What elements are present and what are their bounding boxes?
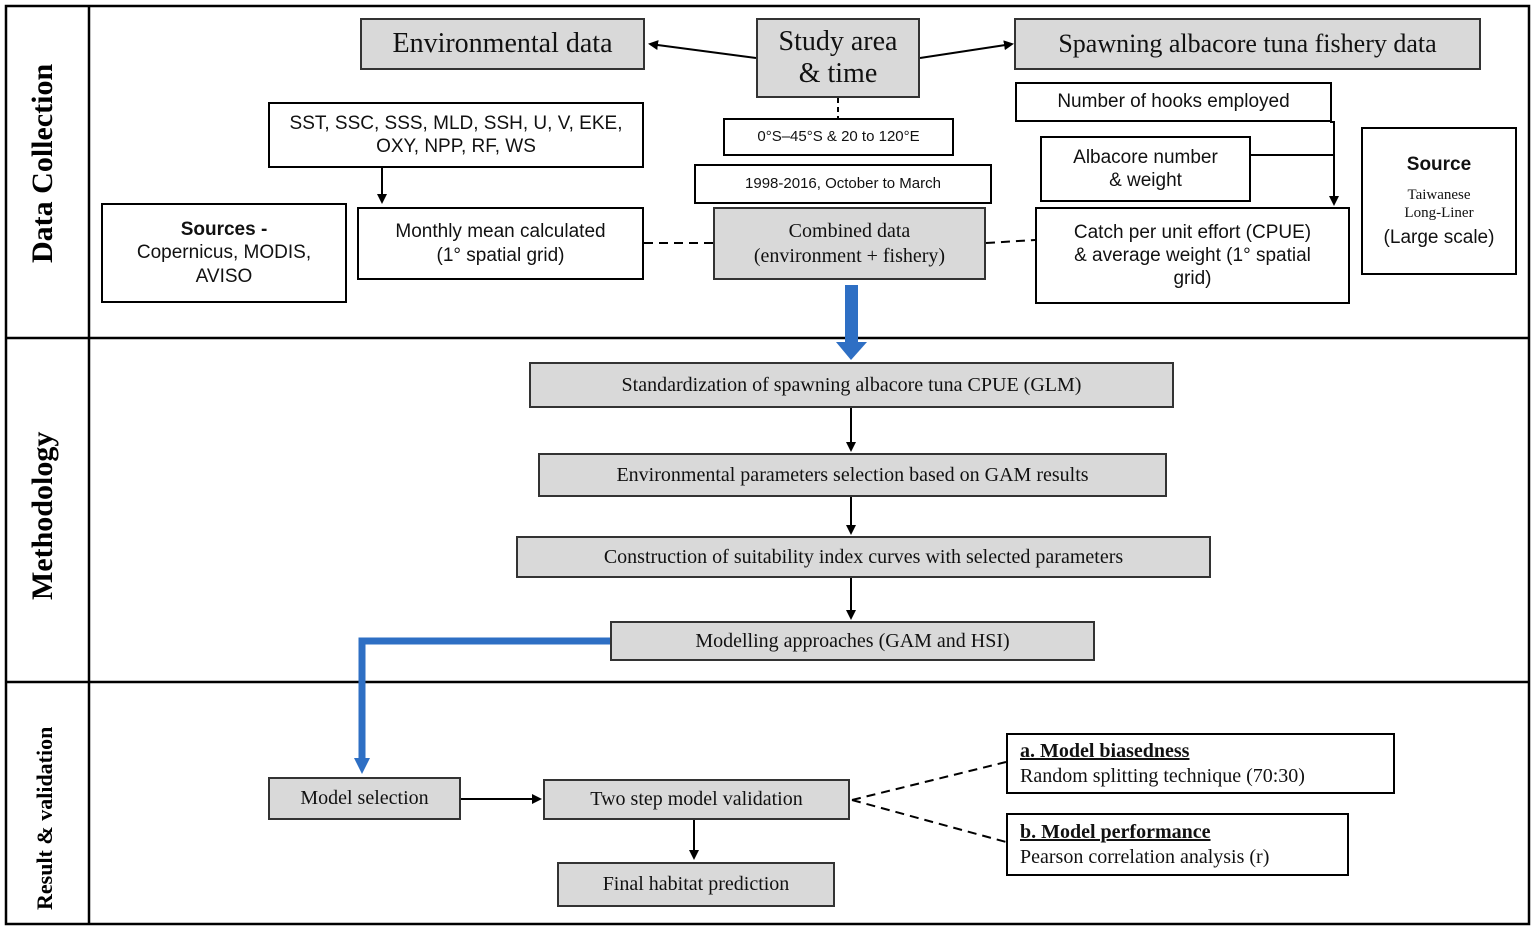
time-range-label: 1998-2016, October to March (745, 174, 941, 192)
sources-line2: AVISO (195, 265, 253, 287)
hooks-box: Number of hooks employed (1015, 82, 1332, 122)
modelling-box: Modelling approaches (GAM and HSI) (610, 621, 1095, 661)
section-label-data-collection: Data Collection (26, 63, 59, 263)
blue-arrow-head (836, 342, 867, 360)
final-prediction-label: Final habitat prediction (602, 873, 790, 896)
albacore-box: Albacore number & weight (1040, 136, 1251, 202)
hooks-label: Number of hooks employed (1057, 91, 1290, 113)
albacore-line1: Albacore number (1073, 146, 1218, 168)
performance-text: Pearson correlation analysis (r) (1020, 845, 1270, 868)
lat-lon-box: 0°S–45°S & 20 to 120°E (723, 118, 954, 156)
cpue-line3: grid) (1173, 268, 1212, 290)
blue-l-arrow-head (354, 758, 370, 774)
arrow-to-environmental (648, 40, 757, 59)
arrow-hooks-to-cpue (1329, 121, 1339, 206)
section-label-result-validation: Result & validation (32, 726, 57, 910)
env-selection-box: Environmental parameters selection based… (538, 453, 1167, 497)
sources-box: Sources - Copernicus, MODIS, AVISO (101, 203, 347, 303)
monthly-line2: (1° spatial grid) (436, 244, 565, 266)
dash-combined-cpue (985, 239, 1036, 244)
model-selection-box: Model selection (268, 777, 461, 820)
outer-frame (4, 4, 1531, 926)
blue-arrow-shaft (845, 285, 858, 343)
modelling-label: Modelling approaches (GAM and HSI) (695, 629, 1010, 652)
source-line3: (Large scale) (1383, 227, 1495, 249)
sources-line1: Copernicus, MODIS, (136, 242, 312, 264)
source-line1: Taiwanese (1407, 186, 1471, 203)
study-area-line1: Study area (778, 25, 898, 57)
combined-line1: Combined data (788, 220, 911, 243)
fishery-data-box: Spawning albacore tuna fishery data (1014, 18, 1481, 70)
two-step-validation-box: Two step model validation (543, 779, 850, 820)
albacore-line2: & weight (1109, 170, 1182, 191)
performance-title: b. Model performance (1020, 821, 1211, 844)
suitability-box: Construction of suitability index curves… (516, 536, 1211, 578)
two-step-label: Two step model validation (590, 788, 803, 811)
combined-line2: (environment + fishery) (753, 244, 946, 267)
section-label-methodology: Methodology (26, 431, 59, 600)
variables-box: SST, SSC, SSS, MLD, SSH, U, V, EKE, OXY,… (268, 102, 644, 168)
suitability-label: Construction of suitability index curves… (603, 545, 1124, 568)
cpue-line2: & average weight (1° spatial (1074, 244, 1311, 266)
biasedness-title: a. Model biasedness (1020, 740, 1190, 763)
variables-line1: SST, SSC, SSS, MLD, SSH, U, V, EKE, (289, 112, 623, 134)
source-line2: Long-Liner (1404, 205, 1474, 221)
final-prediction-box: Final habitat prediction (557, 862, 835, 907)
monthly-mean-box: Monthly mean calculated (1° spatial grid… (357, 207, 644, 280)
standardization-label: Standardization of spawning albacore tun… (621, 373, 1082, 396)
arrow-to-fishery (919, 40, 1014, 59)
lat-lon-label: 0°S–45°S & 20 to 120°E (757, 127, 920, 145)
monthly-line1: Monthly mean calculated (395, 221, 606, 243)
environmental-data-label: Environmental data (392, 27, 613, 59)
blue-l-arrow (358, 637, 610, 760)
sources-title: Sources - (180, 219, 268, 241)
model-selection-label: Model selection (300, 787, 429, 810)
environmental-data-box: Environmental data (360, 18, 645, 70)
biasedness-box: a. Model biasedness Random splitting tec… (1006, 733, 1395, 794)
dash-to-biasedness (851, 761, 1007, 801)
biasedness-text: Random splitting technique (70:30) (1020, 764, 1305, 787)
cpue-box: Catch per unit effort (CPUE) & average w… (1035, 207, 1350, 304)
env-selection-label: Environmental parameters selection based… (616, 463, 1089, 486)
fishery-data-label: Spawning albacore tuna fishery data (1058, 29, 1437, 59)
cpue-line1: Catch per unit effort (CPUE) (1073, 221, 1312, 243)
performance-box: b. Model performance Pearson correlation… (1006, 813, 1349, 876)
source-box: Source Taiwanese Long-Liner (Large scale… (1361, 127, 1517, 275)
dash-to-performance (851, 799, 1007, 843)
variables-line2: OXY, NPP, RF, WS (376, 136, 536, 157)
study-area-box: Study area & time (756, 18, 920, 98)
source-title: Source (1406, 153, 1472, 175)
combined-data-box: Combined data (environment + fishery) (713, 207, 986, 280)
study-area-line2: & time (798, 58, 878, 89)
standardization-box: Standardization of spawning albacore tun… (529, 362, 1174, 408)
time-range-box: 1998-2016, October to March (694, 164, 992, 204)
